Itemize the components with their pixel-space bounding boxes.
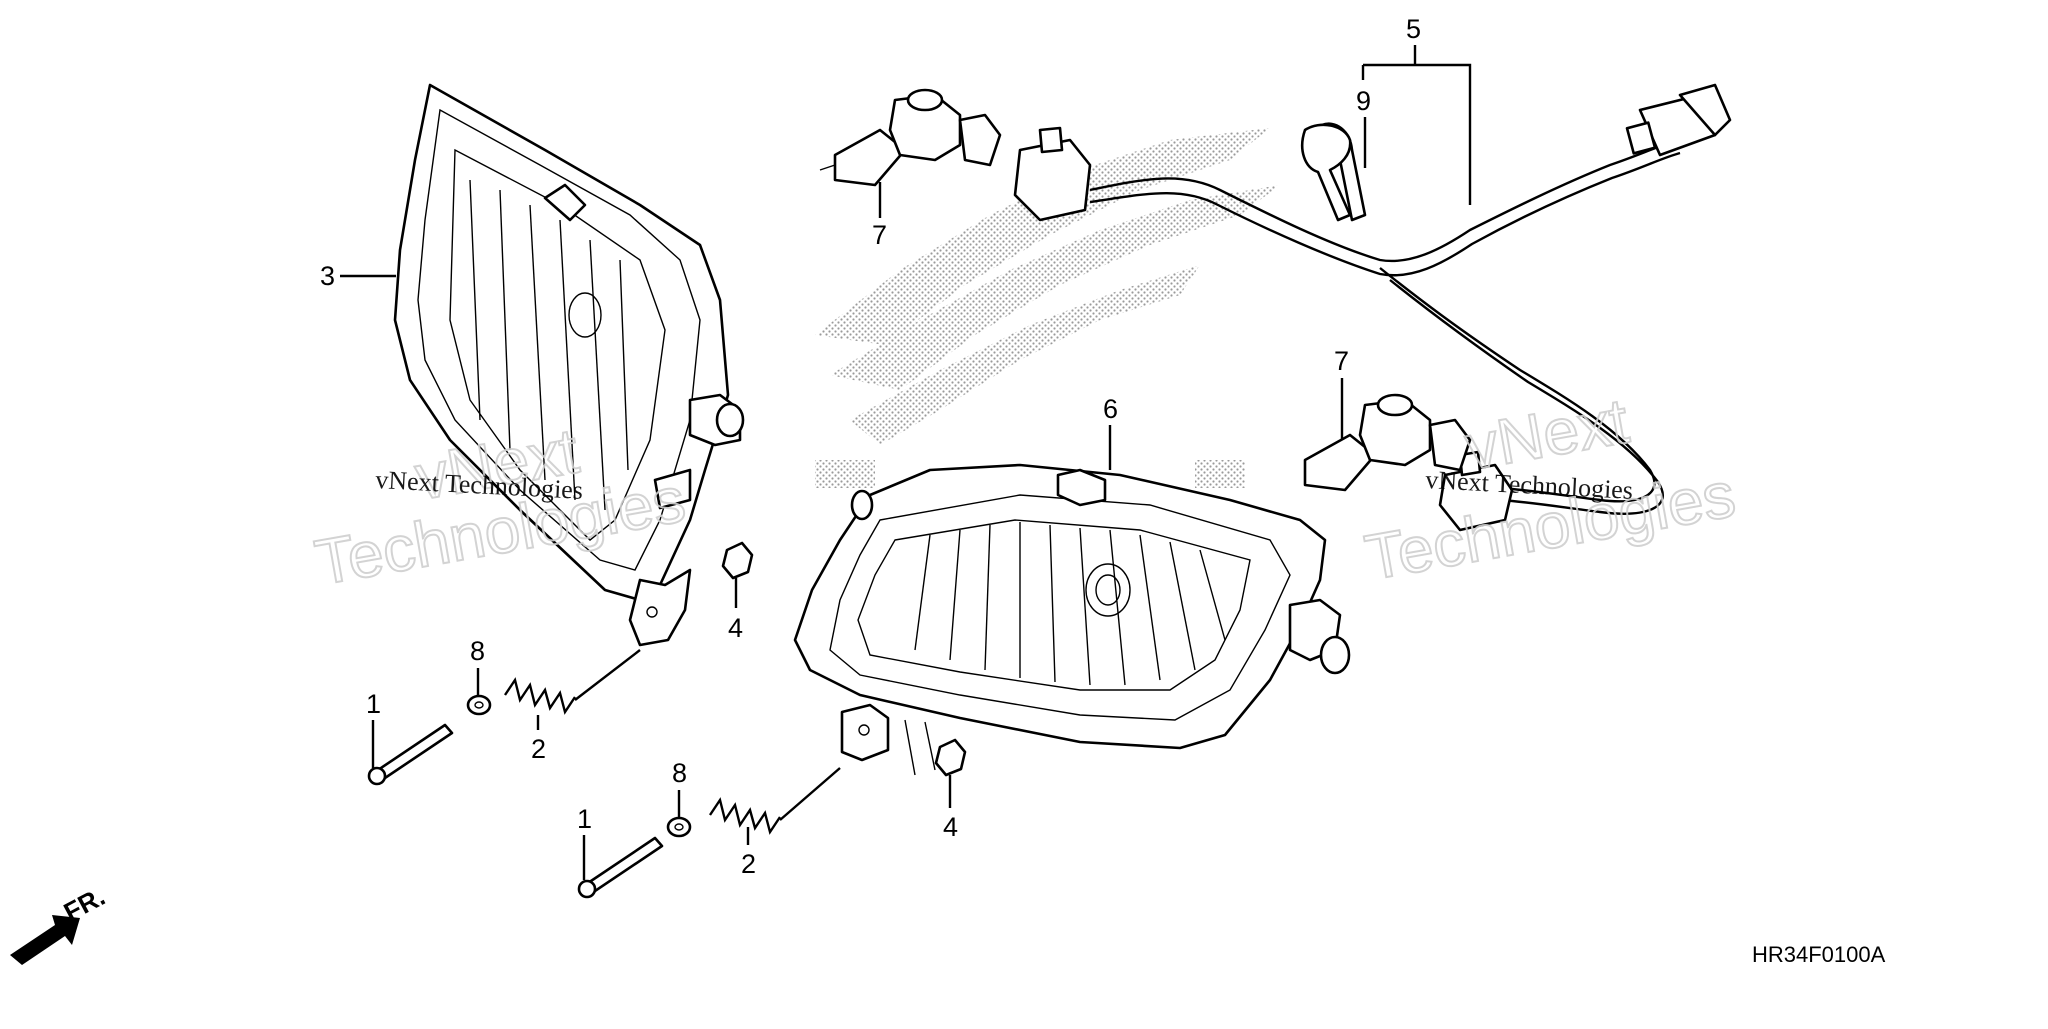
callout-9: 9 bbox=[1356, 86, 1371, 116]
callout-4-center: 4 bbox=[943, 812, 958, 842]
leader-lines bbox=[340, 45, 1472, 880]
spring-center bbox=[709, 767, 841, 835]
callout-4-left: 4 bbox=[728, 613, 743, 643]
wire-harness bbox=[1013, 83, 1732, 532]
callout-8-left: 8 bbox=[470, 636, 485, 666]
callout-2-center: 2 bbox=[741, 849, 756, 879]
callout-5: 5 bbox=[1406, 14, 1421, 44]
nut-left bbox=[721, 541, 754, 580]
wing-logo-halftone bbox=[815, 128, 1280, 488]
screw-left bbox=[367, 723, 454, 786]
spring-left bbox=[504, 649, 641, 715]
callout-1-left: 1 bbox=[366, 689, 381, 719]
callout-8-center: 8 bbox=[672, 758, 687, 788]
callout-7-lower: 7 bbox=[1334, 346, 1349, 376]
callout-1-center: 1 bbox=[577, 804, 592, 834]
right-headlight-unit bbox=[793, 463, 1351, 776]
bulb-upper bbox=[819, 88, 1002, 187]
callout-6: 6 bbox=[1103, 394, 1118, 424]
callout-2-left: 2 bbox=[531, 734, 546, 764]
front-direction-arrow: FR. bbox=[10, 881, 110, 965]
callout-7-upper: 7 bbox=[872, 220, 887, 250]
left-headlight-unit bbox=[393, 83, 745, 647]
washer-center bbox=[666, 816, 692, 838]
diagram-reference-code: HR34F0100A bbox=[1752, 942, 1886, 967]
nut-center bbox=[934, 738, 967, 777]
callout-3: 3 bbox=[320, 261, 335, 291]
bulb-lower bbox=[1303, 393, 1472, 492]
screw-center bbox=[577, 836, 664, 899]
washer-left bbox=[466, 694, 492, 716]
tie-strap bbox=[1300, 123, 1352, 222]
